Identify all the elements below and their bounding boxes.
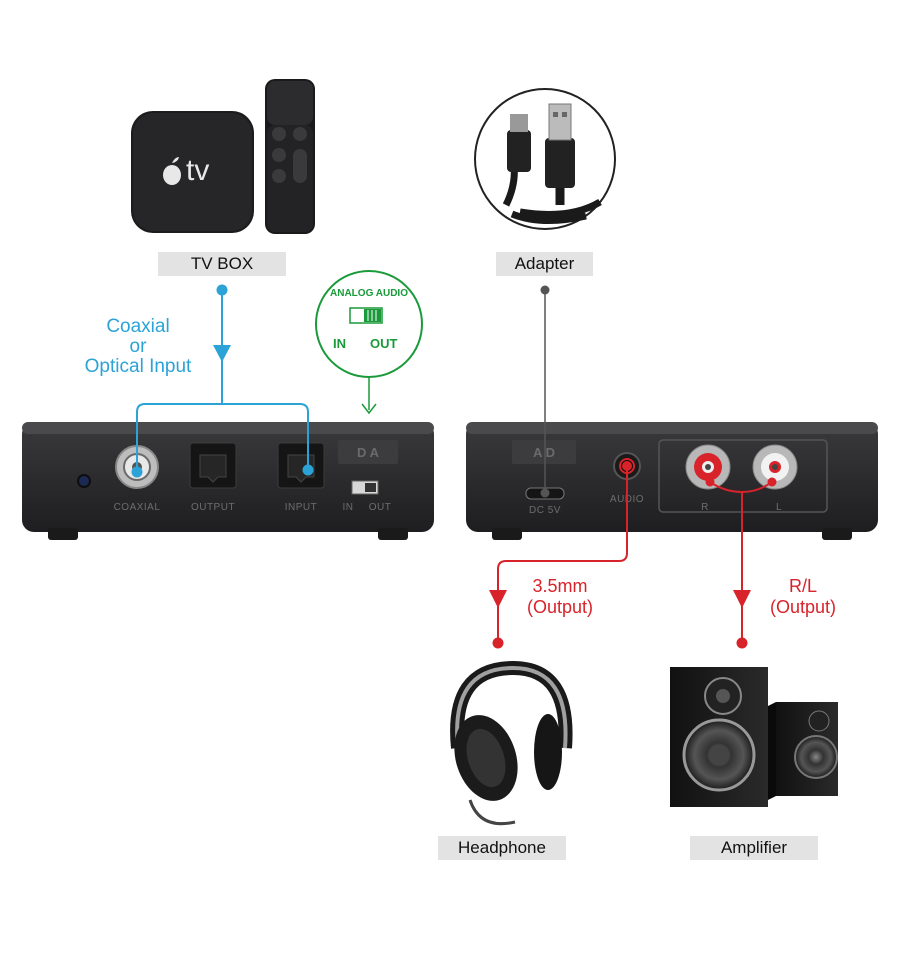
input-connection-lines	[131, 284, 314, 478]
output-port-label: OUTPUT	[191, 502, 235, 513]
l-port-label: L	[776, 502, 782, 513]
optical-input-text: Optical Input	[84, 356, 192, 377]
dac-logo: D A	[357, 445, 380, 460]
amplifier-speakers-icon	[670, 667, 838, 807]
adc-device: A D DC 5V AUDIO R L	[466, 422, 878, 540]
switch-arrow	[361, 377, 377, 415]
r-port-label: R	[701, 502, 709, 513]
analog-audio-title: ANALOG AUDIO	[330, 288, 408, 299]
power-connection-line	[540, 285, 550, 498]
input-port-label: INPUT	[285, 502, 318, 513]
amplifier-label: Amplifier	[690, 836, 818, 860]
or-text: or	[129, 336, 147, 357]
switch-in-label: IN	[343, 502, 354, 513]
headphone-icon	[450, 660, 573, 826]
adc-logo: A D	[533, 445, 555, 460]
mm-output-line1: 3.5mm	[532, 576, 588, 596]
analog-audio-switch-callout	[315, 270, 423, 378]
switch-out-label: OUT	[369, 502, 392, 513]
output-connection-lines	[489, 461, 777, 649]
switch-out-text: OUT	[370, 336, 398, 351]
tv-box-icon	[131, 111, 254, 233]
tv-logo-text: tv	[186, 154, 210, 187]
mm-output-line2: (Output)	[526, 597, 594, 617]
headphone-label: Headphone	[438, 836, 566, 860]
tv-box-label: TV BOX	[158, 252, 286, 276]
rl-output-line1: R/L	[788, 576, 817, 596]
adapter-cable-icon	[474, 88, 616, 230]
coaxial-port-label: COAXIAL	[114, 502, 161, 513]
switch-in-text: IN	[333, 336, 346, 351]
rl-output-line2: (Output)	[769, 597, 837, 617]
apple-logo-icon	[163, 157, 181, 185]
coaxial-text: Coaxial	[106, 316, 170, 337]
adapter-label: Adapter	[496, 252, 593, 276]
remote-control-icon	[265, 79, 315, 234]
dc-port-label: DC 5V	[529, 505, 561, 516]
dac-device: COAXIAL OUTPUT INPUT IN OUT D A	[22, 422, 434, 540]
